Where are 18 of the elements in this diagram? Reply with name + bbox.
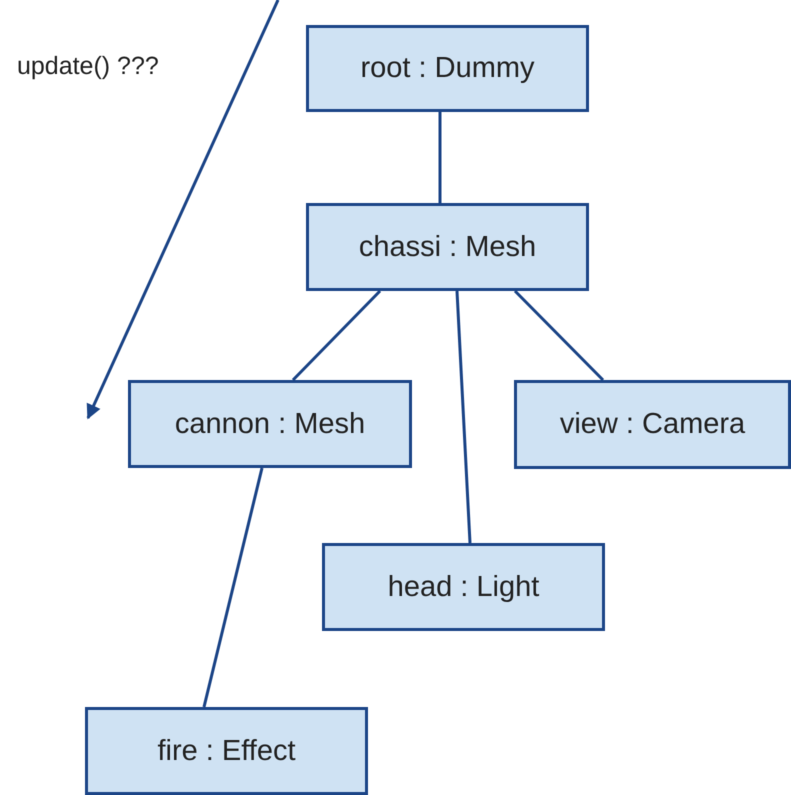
node-label: chassi : Mesh	[358, 230, 536, 264]
annotation-text: update() ???	[17, 52, 159, 81]
connector-line	[292, 290, 382, 382]
class-box	[514, 380, 791, 469]
class-box	[85, 707, 368, 795]
connector-line	[456, 290, 472, 544]
node-label: cannon : Mesh	[174, 408, 366, 440]
node-label: fire : Effect	[157, 734, 296, 768]
class-box	[306, 203, 589, 291]
node-label: root : Dummy	[360, 52, 535, 85]
connector-line	[202, 468, 264, 708]
node-label: head : Light	[388, 570, 540, 604]
class-box	[128, 380, 412, 468]
class-box	[306, 25, 589, 112]
node-label: view : Camera	[560, 408, 746, 441]
connector-line	[514, 290, 604, 382]
class-box	[322, 543, 605, 631]
connector-line	[438, 112, 442, 203]
